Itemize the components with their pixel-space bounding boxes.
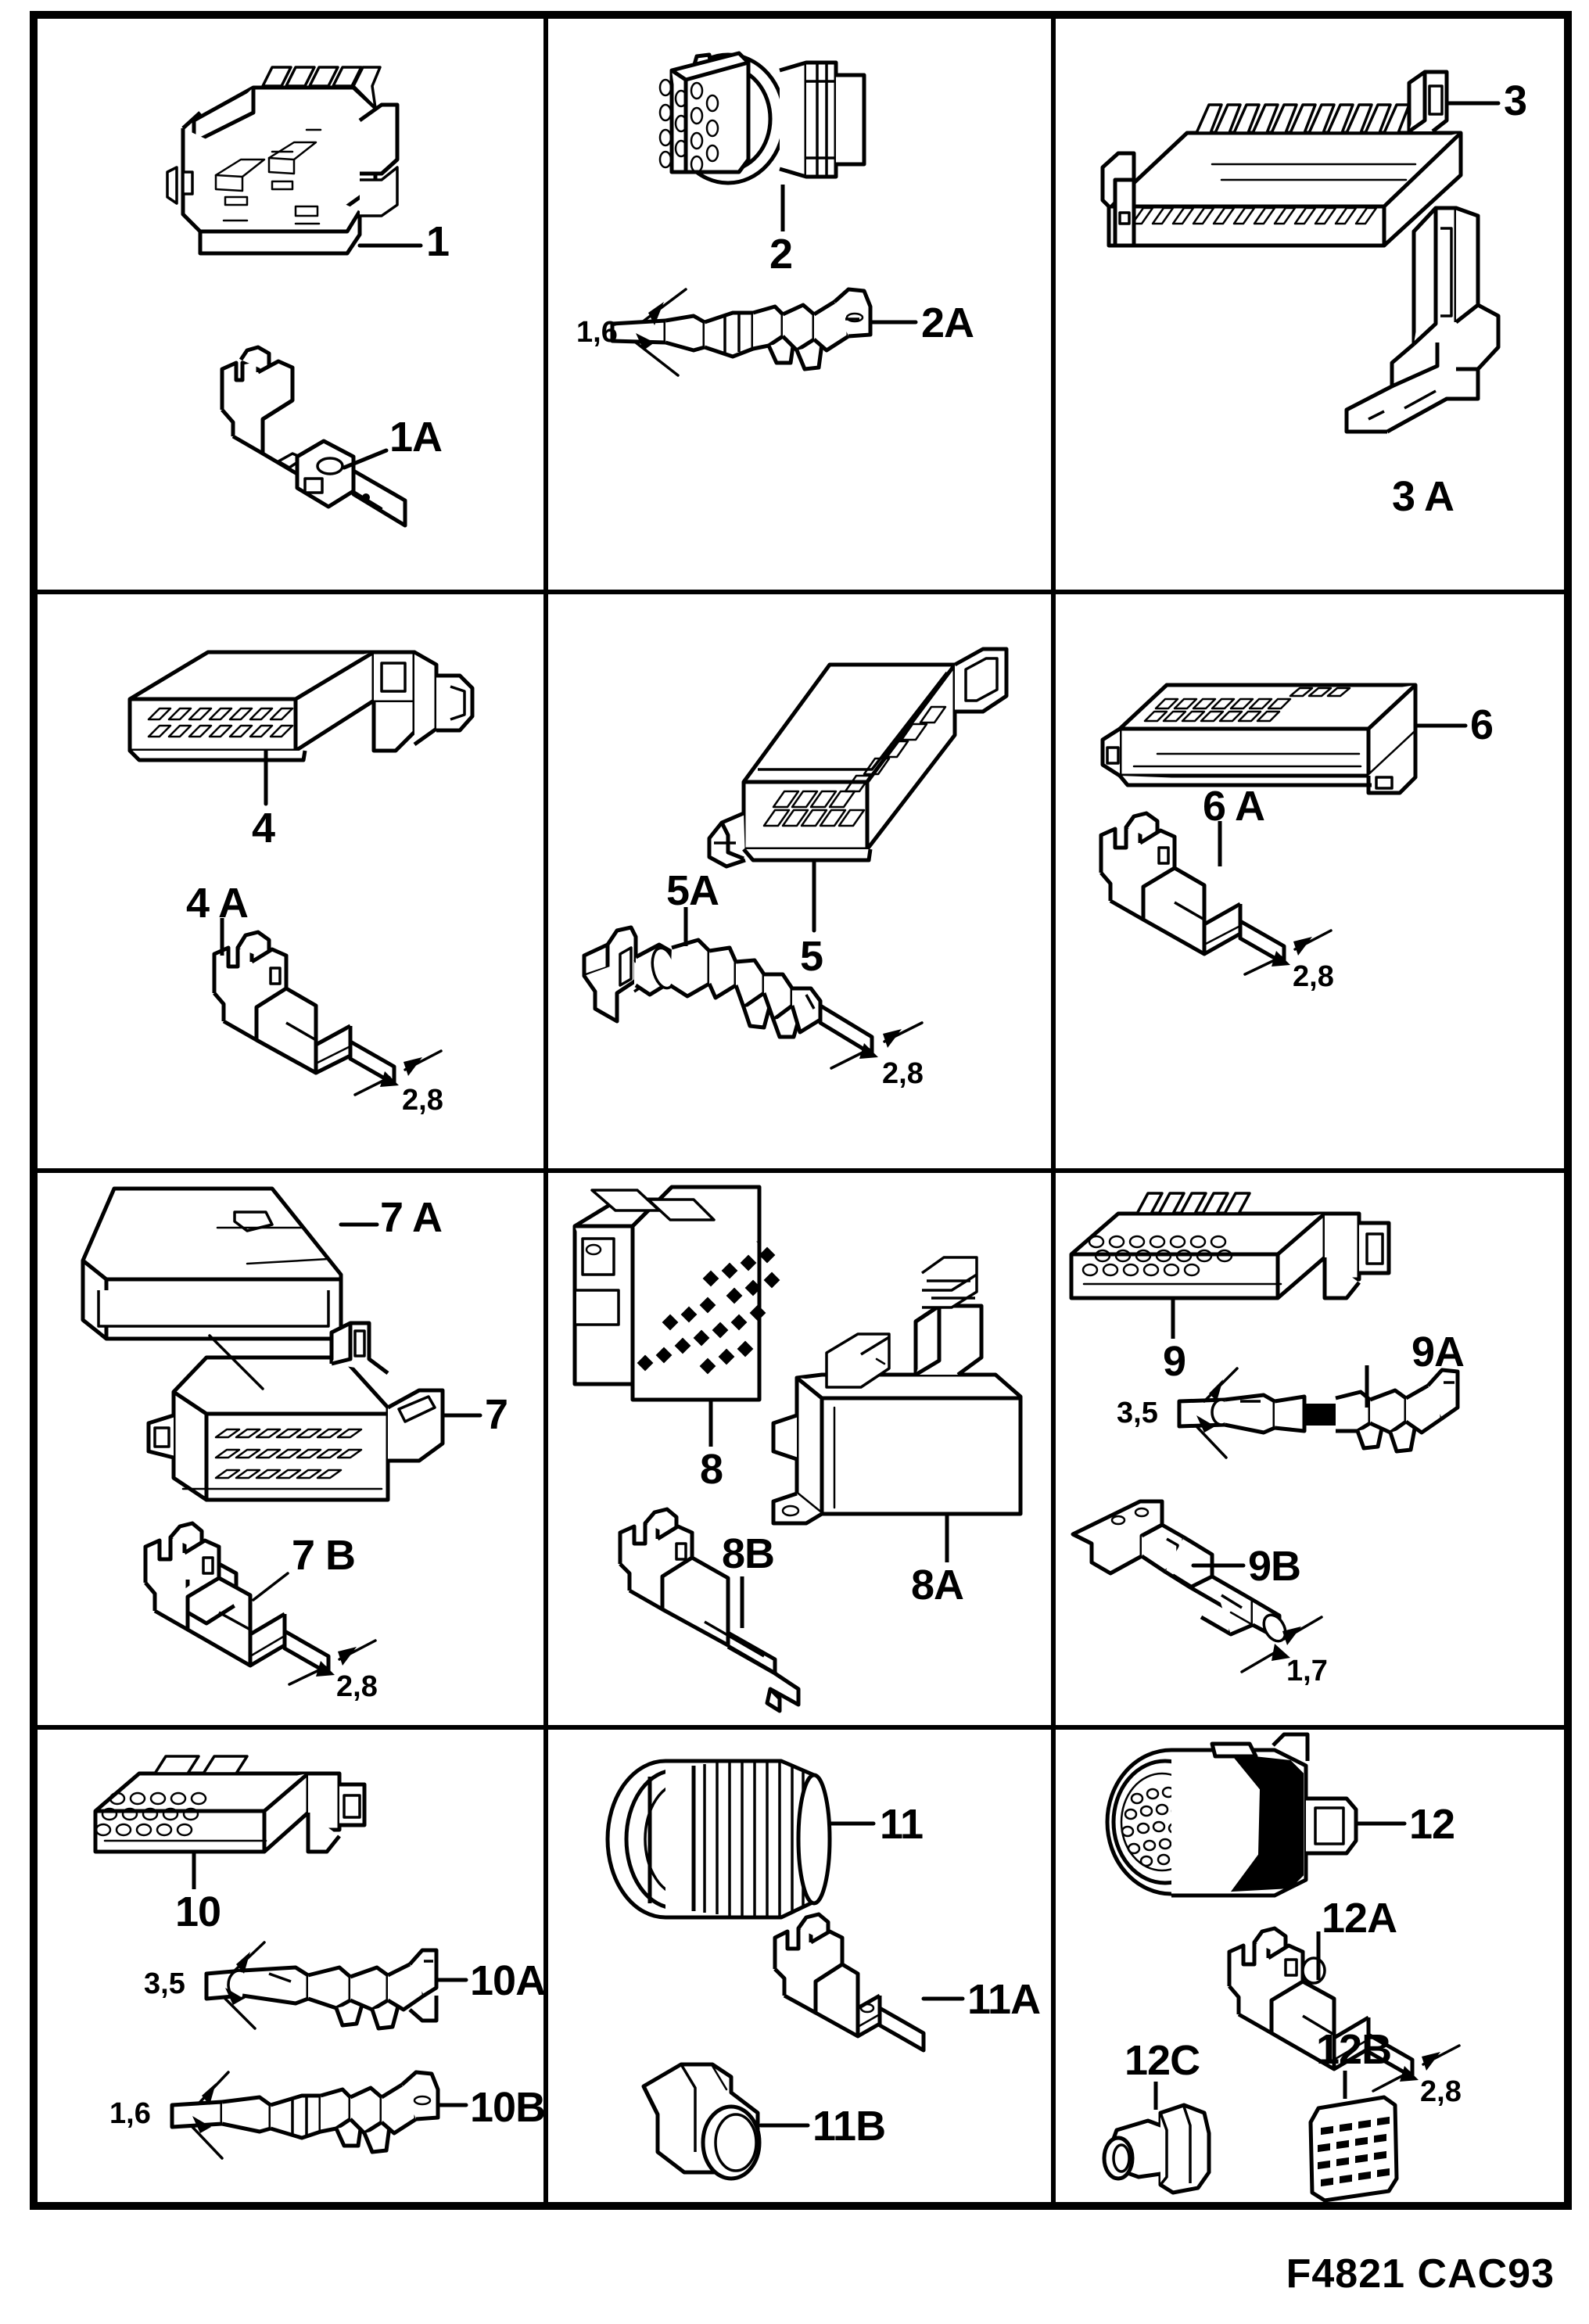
- callout-9-label: 9: [1163, 1338, 1186, 1385]
- cell-12: 12: [1056, 1730, 1564, 2202]
- cell-4: 4: [38, 594, 548, 1173]
- cell-1: 1: [38, 19, 548, 594]
- callout-6a-label: 6 A: [1203, 783, 1265, 830]
- callout-6-label: 6: [1470, 701, 1494, 748]
- callout-7-label: 7: [485, 1391, 508, 1438]
- callout-5a-label: 5A: [666, 867, 719, 914]
- dimension-3-5-label: 3,5: [144, 1967, 185, 2000]
- callout-3a-label: 3 A: [1392, 473, 1454, 520]
- dimension-2-8-label: 2,8: [1293, 960, 1334, 993]
- parts-grid: 1: [38, 19, 1564, 2202]
- callout-11b-label: 11B: [812, 2103, 886, 2150]
- drawing-code: F4821 CAC93: [1286, 2251, 1555, 2297]
- callout-11-label: 11: [880, 1801, 924, 1848]
- callout-4-label: 4: [252, 805, 275, 852]
- callout-1a-label: 1A: [389, 414, 443, 461]
- cell-7: 7 A: [38, 1173, 548, 1730]
- page-border: [30, 11, 1572, 2210]
- callout-7b-label: 7 B: [292, 1532, 356, 1579]
- callout-5-label: 5: [800, 933, 823, 980]
- callout-10a-label: 10A: [470, 1957, 546, 2004]
- callout-12a-label: 12A: [1322, 1895, 1397, 1942]
- dimension-2-8-label: 2,8: [402, 1084, 443, 1117]
- dimension-1-6-label: 1,6: [576, 316, 618, 349]
- dimension-3-5-label: 3,5: [1117, 1397, 1158, 1429]
- callout-8a-label: 8A: [911, 1562, 964, 1609]
- callout-9b-label: 9B: [1248, 1543, 1301, 1590]
- cell-8: 8: [548, 1173, 1056, 1730]
- callout-8-label: 8: [700, 1446, 723, 1493]
- cell-6: 6: [1056, 594, 1564, 1173]
- callout-12-label: 12: [1409, 1801, 1455, 1848]
- callout-7a-label: 7 A: [380, 1194, 443, 1241]
- callout-3-label: 3: [1504, 77, 1527, 124]
- cell-10: 10: [38, 1730, 548, 2202]
- callout-10b-label: 10B: [470, 2084, 546, 2131]
- dimension-1-6-label: 1,6: [109, 2097, 151, 2130]
- cell-5: 5: [548, 594, 1056, 1173]
- dimension-2-8-label: 2,8: [1420, 2075, 1462, 2108]
- callout-4a-label: 4 A: [186, 880, 249, 927]
- callout-8b-label: 8B: [722, 1530, 775, 1577]
- callout-2-label: 2: [769, 231, 793, 278]
- callout-1-label: 1: [426, 218, 450, 265]
- dimension-2-8-label: 2,8: [882, 1057, 924, 1090]
- callout-10-label: 10: [175, 1888, 221, 1935]
- cell-3: 3 3 A: [1056, 19, 1564, 594]
- callout-9a-label: 9A: [1411, 1329, 1465, 1375]
- dimension-1-7-label: 1,7: [1286, 1655, 1328, 1687]
- callout-12b-label: 12B: [1316, 2026, 1392, 2073]
- callout-2a-label: 2A: [921, 299, 974, 346]
- cell-9: 9: [1056, 1173, 1564, 1730]
- cell-2: 2: [548, 19, 1056, 594]
- callout-11a-label: 11A: [967, 1976, 1041, 2023]
- cell-11: 11: [548, 1730, 1056, 2202]
- callout-12c-label: 12C: [1124, 2037, 1200, 2084]
- dimension-2-8-label: 2,8: [336, 1670, 378, 1703]
